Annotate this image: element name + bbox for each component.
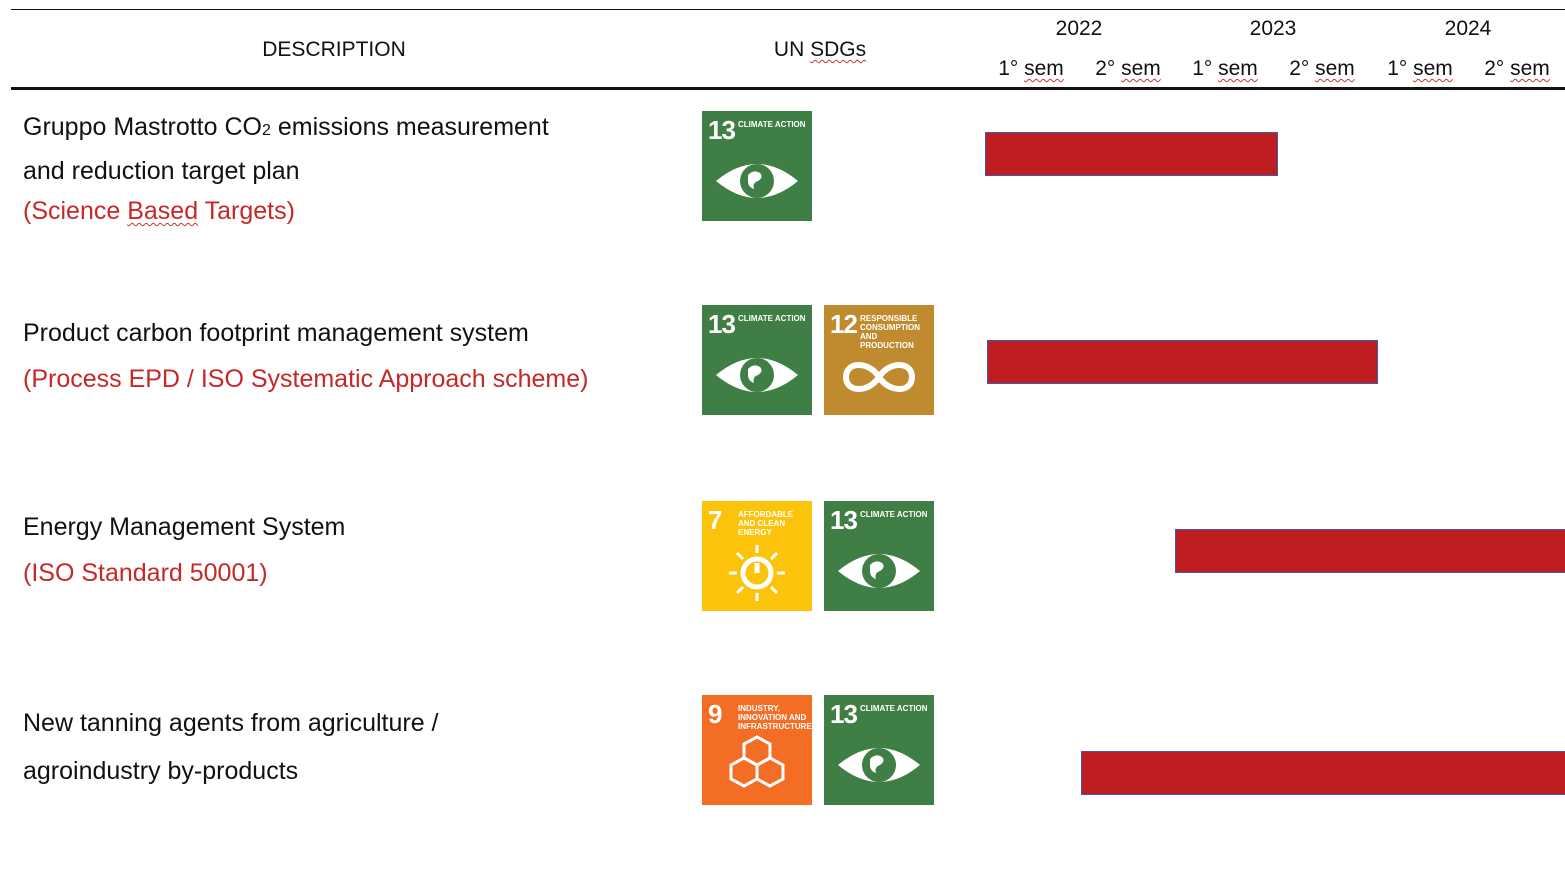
description-header: DESCRIPTION (262, 38, 406, 61)
semester-header: 1° sem (998, 57, 1064, 80)
sun-power-icon (729, 545, 785, 601)
timeline-bar (985, 132, 1278, 176)
semester-header: 1° sem (1387, 57, 1453, 80)
row-description: Product carbon footprint management syst… (23, 313, 588, 399)
year-2024: 2024 (1444, 17, 1492, 40)
semester-header: 2° sem (1095, 57, 1161, 80)
row-title-line2: agroindustry by-products (23, 757, 299, 785)
semester-header: 1° sem (1192, 57, 1258, 80)
infinity-icon (842, 362, 916, 392)
eye-globe-icon (716, 358, 798, 392)
timeline-bar (1175, 529, 1565, 573)
eye-globe-icon (838, 748, 920, 782)
sdg-13-climate-action-icon: 13 Climate Action (702, 111, 812, 221)
sdg-13-climate-action-icon: 13 Climate Action (702, 305, 812, 415)
row-subtitle: (ISO Standard 50001) (23, 559, 268, 587)
eye-globe-icon (716, 164, 798, 198)
semester-header: 2° sem (1289, 57, 1355, 80)
row-subtitle: (Process EPD / ISO Systematic Approach s… (23, 365, 589, 393)
table-top-rule (11, 9, 1565, 10)
row-title-line2: and reduction target plan (23, 157, 300, 185)
cubes-icon (729, 735, 785, 788)
row-title: Gruppo Mastrotto CO2 emissions measureme… (23, 113, 549, 141)
semester-header: 2° sem (1484, 57, 1550, 80)
row-title: Energy Management System (23, 513, 346, 541)
year-2022: 2022 (1055, 17, 1103, 40)
table-header-rule (11, 87, 1565, 90)
sdgs-header: UN SDGs (773, 38, 867, 61)
sdg-7-clean-energy-icon: 7 Affordable and Clean Energy (702, 501, 812, 611)
sdg-12-responsible-consumption-icon: 12 Responsible Consumption and Productio… (824, 305, 934, 415)
row-title: New tanning agents from agriculture / (23, 709, 439, 737)
sdg-9-industry-innovation-icon: 9 Industry, Innovation and Infrastructur… (702, 695, 812, 805)
timeline-bar (1081, 751, 1565, 795)
sdg-13-climate-action-icon: 13 Climate Action (824, 501, 934, 611)
sdg-13-climate-action-icon: 13 Climate Action (824, 695, 934, 805)
row-description: Gruppo Mastrotto CO2 emissions measureme… (23, 107, 549, 231)
row-subtitle: (Science Based Targets) (23, 197, 295, 225)
row-description: New tanning agents from agriculture / ag… (23, 699, 439, 795)
row-description: Energy Management System (ISO Standard 5… (23, 507, 345, 593)
row-title: Product carbon footprint management syst… (23, 319, 529, 347)
timeline-bar (987, 340, 1378, 384)
eye-globe-icon (838, 554, 920, 588)
year-2023: 2023 (1249, 17, 1297, 40)
